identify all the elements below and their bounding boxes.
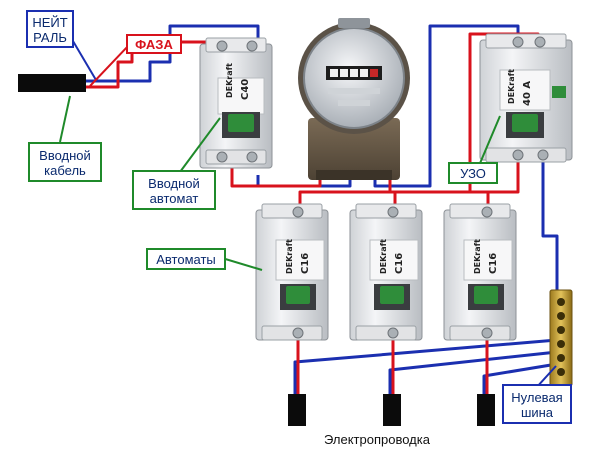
branch-breaker-3-rating: C16 [488, 253, 499, 274]
main-breaker-rating: C40 [240, 79, 251, 100]
label-input-cable: Вводной кабель [28, 142, 102, 182]
electricity-meter [298, 18, 410, 180]
branch-breaker-2: DEKraft C16 [349, 203, 423, 341]
output-cable-2 [383, 394, 401, 426]
label-zero-bus: Нулевая шина [502, 384, 572, 424]
neutral-wire-bus-3 [482, 362, 558, 396]
main-breaker-brand: DEKraft [225, 63, 234, 98]
callout-line-input-cable [59, 95, 71, 143]
main-breaker: DEKraft C40 [199, 37, 273, 169]
phase-wire-breaker-to-meter [230, 165, 322, 188]
neutral-wire-bus-1 [293, 338, 558, 396]
neutral-wire-bus-2 [388, 350, 558, 396]
output-cable-1 [288, 394, 306, 426]
neutral-wires [84, 24, 559, 396]
label-uzo: УЗО [448, 162, 498, 184]
phase-wire-rcd-out [298, 155, 520, 212]
branch-breaker-1: DEKraft C16 [255, 203, 329, 341]
branch-breaker-3-toggle [474, 286, 498, 304]
label-breakers: Автоматы [146, 248, 226, 270]
branch-breaker-1-rating: C16 [300, 253, 311, 274]
neutral-wire-rcd [373, 24, 520, 188]
rcd-rating: 40 A [522, 81, 533, 106]
branch-breaker-3-brand: DEKraft [473, 239, 482, 274]
branch-breaker-2-brand: DEKraft [379, 239, 388, 274]
neutral-wire-rcd-to-bus [541, 155, 559, 298]
label-wiring: Электропроводка [324, 432, 430, 447]
input-cable [18, 74, 86, 92]
label-neutral: НЕЙТ РАЛЬ [26, 10, 74, 48]
callout-line-input-breaker [179, 117, 221, 173]
branch-breaker-2-toggle [380, 286, 404, 304]
neutral-wire-input [84, 24, 260, 83]
callout-line-neutral [69, 35, 97, 81]
branch-breaker-1-toggle [286, 286, 310, 304]
branch-breaker-2-rating: C16 [394, 253, 405, 274]
main-breaker-toggle [228, 114, 254, 132]
rcd-brand: DEKraft [507, 69, 516, 104]
callout-lines [59, 35, 557, 389]
callout-line-phase [89, 43, 131, 87]
callout-line-breakers [221, 257, 263, 271]
label-input-breaker: Вводной автомат [132, 170, 216, 210]
output-cable-3 [477, 394, 495, 426]
branch-breaker-3: DEKraft C16 [443, 203, 517, 341]
callout-line-uzo [477, 115, 501, 169]
zero-bus [549, 289, 573, 387]
rcd-device: DEKraft 40 A [479, 33, 573, 163]
branch-breaker-1-brand: DEKraft [285, 239, 294, 274]
rcd-toggle [512, 114, 538, 132]
label-phase: ФАЗА [126, 34, 182, 54]
